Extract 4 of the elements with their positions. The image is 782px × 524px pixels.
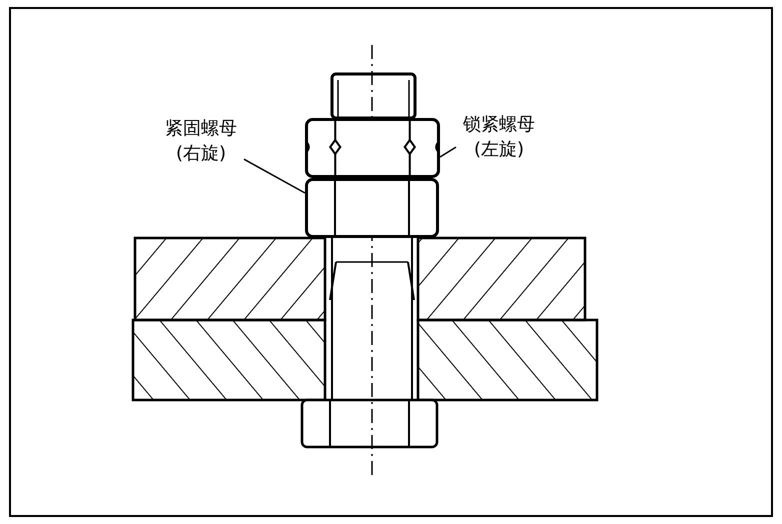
- leader-line: [244, 158, 306, 194]
- part-label: 紧固螺母(右旋): [164, 117, 238, 166]
- part-label: 锁紧螺母(左旋): [462, 113, 536, 162]
- leader-line: [440, 146, 456, 158]
